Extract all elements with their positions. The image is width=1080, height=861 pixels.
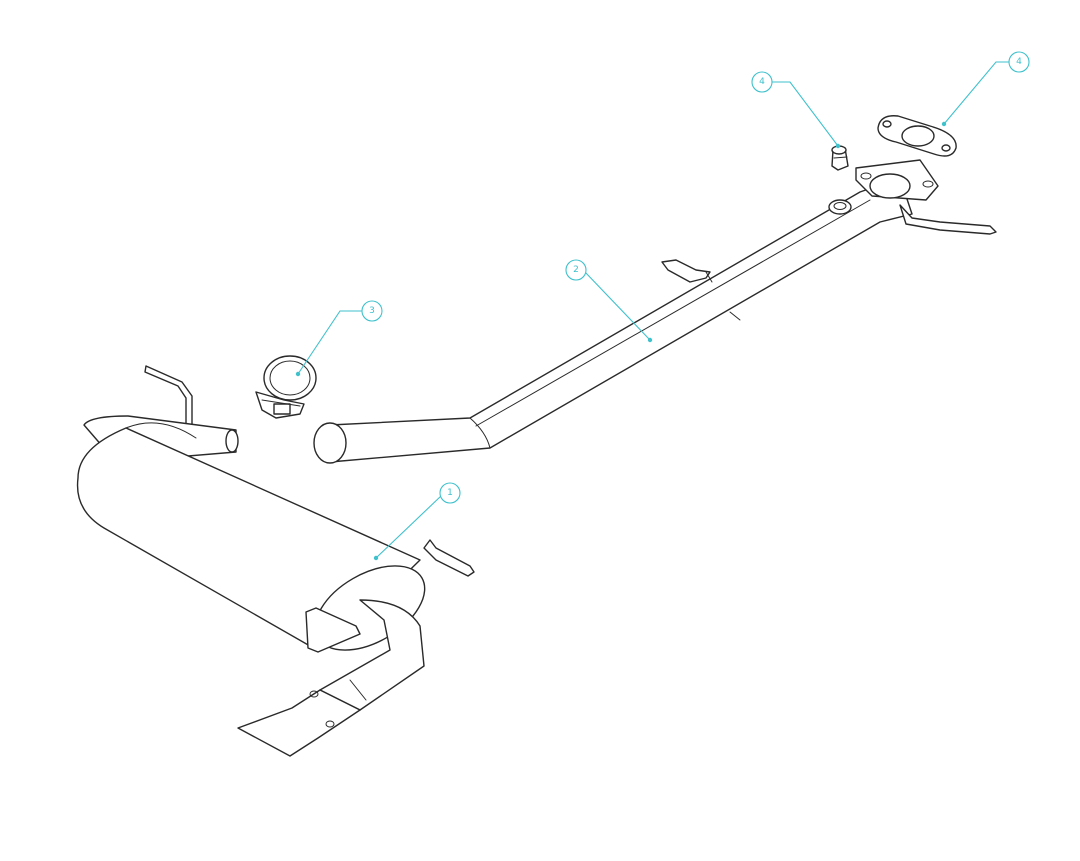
- callout-1: 1: [373, 482, 461, 561]
- callout-label: 2: [573, 265, 579, 275]
- flange-gasket: [877, 115, 957, 157]
- band-clamp: [255, 355, 317, 419]
- callout-label: 1: [447, 488, 453, 498]
- intermediate-pipe: [313, 159, 997, 464]
- callout-label: 3: [369, 306, 375, 316]
- callout-4-sensor: 4: [751, 71, 841, 149]
- callout-label: 4: [759, 77, 765, 87]
- callout-2: 2: [565, 259, 653, 343]
- callout-4-gasket: 4: [941, 51, 1030, 127]
- callout-label: 4: [1016, 57, 1022, 67]
- callout-3: 3: [295, 300, 383, 377]
- rear-muffler: [76, 365, 475, 757]
- sensor-plug: [831, 145, 849, 171]
